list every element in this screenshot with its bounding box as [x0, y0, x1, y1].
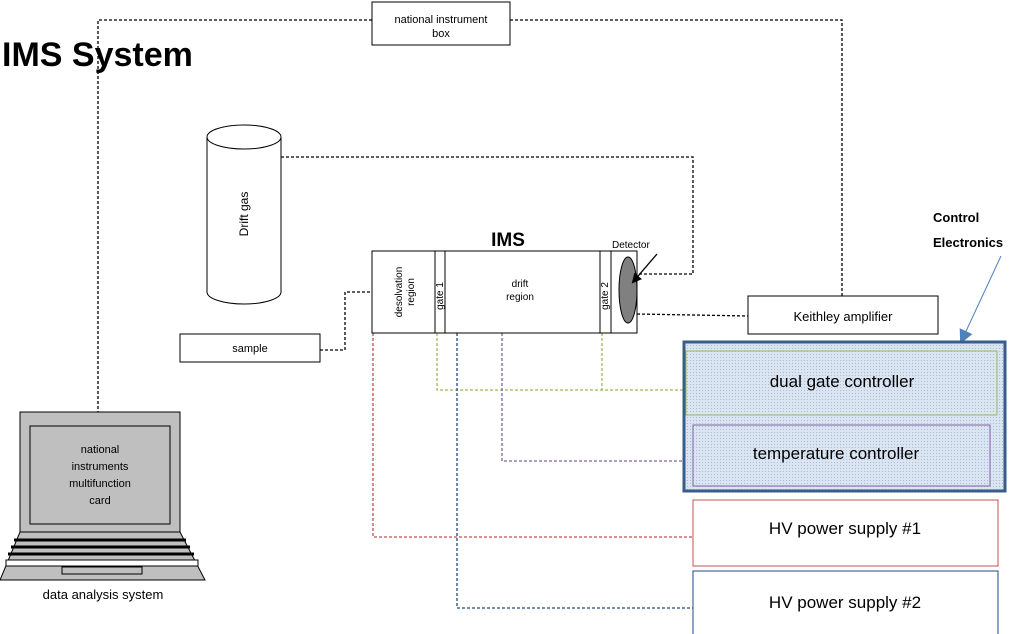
desolvation-label-1: desolvation	[394, 267, 405, 318]
laptop-icon	[0, 411, 206, 581]
ims-tube	[371, 250, 638, 334]
laptop-screen-line-2: instruments	[72, 461, 129, 473]
detector-label: Detector	[612, 240, 650, 251]
ims-label: IMS	[491, 230, 525, 251]
national-instrument-box	[371, 1, 511, 46]
drift-region-label-2: region	[506, 292, 534, 303]
temperature-controller-label: temperature controller	[753, 444, 920, 463]
hv-power-supply-1-box	[692, 499, 999, 567]
red-hv1-line	[372, 333, 693, 538]
ni-box-label-2: box	[432, 28, 450, 40]
sample-line	[320, 291, 372, 351]
hv-power-supply-2-box	[692, 570, 999, 634]
controller-lines	[372, 333, 693, 609]
drift-gas-cylinder	[206, 124, 282, 305]
drift-region-label-1: drift	[512, 279, 529, 290]
data-connection-lines	[97, 19, 843, 412]
gate1-label: gate 1	[435, 282, 446, 310]
detector-disk	[618, 256, 638, 324]
ni-box-label-1: national instrument	[395, 14, 488, 26]
ni-box-to-keithley-line	[510, 19, 843, 296]
temperature-controller-box	[692, 424, 991, 487]
control-electronics-box	[682, 340, 1007, 493]
hv-power-supply-2-label: HV power supply #2	[769, 593, 921, 612]
blue-hv2-line	[456, 333, 693, 609]
drift-gas-label: Drift gas	[237, 192, 251, 237]
detector-arrow	[631, 253, 658, 284]
hv-power-supply-1-label: HV power supply #1	[769, 519, 921, 538]
control-electronics-label-2: Electronics	[933, 235, 1003, 250]
drift-gas-line	[281, 156, 694, 275]
ni-box-to-laptop-line	[97, 19, 372, 412]
green-gate-line	[436, 333, 685, 391]
purple-temp-line	[501, 333, 693, 462]
laptop-screen-line-1: national	[81, 444, 120, 456]
dual-gate-controller-label: dual gate controller	[770, 372, 915, 391]
control-electronics-label-1: Control	[933, 210, 979, 225]
laptop-screen-line-3: multifunction	[69, 478, 131, 490]
detector-to-keithley-line	[636, 313, 749, 317]
keithley-label: Keithley amplifier	[794, 309, 894, 324]
sample-box	[179, 333, 321, 363]
sample-label: sample	[232, 343, 267, 355]
keithley-amplifier-box	[747, 295, 939, 335]
laptop-screen-line-4: card	[89, 495, 110, 507]
dual-gate-controller-box	[685, 350, 998, 416]
gate2-label: gate 2	[600, 282, 611, 310]
control-electronics-arrow	[959, 255, 1002, 344]
desolvation-label-2: region	[406, 278, 417, 306]
data-analysis-label: data analysis system	[43, 587, 164, 602]
